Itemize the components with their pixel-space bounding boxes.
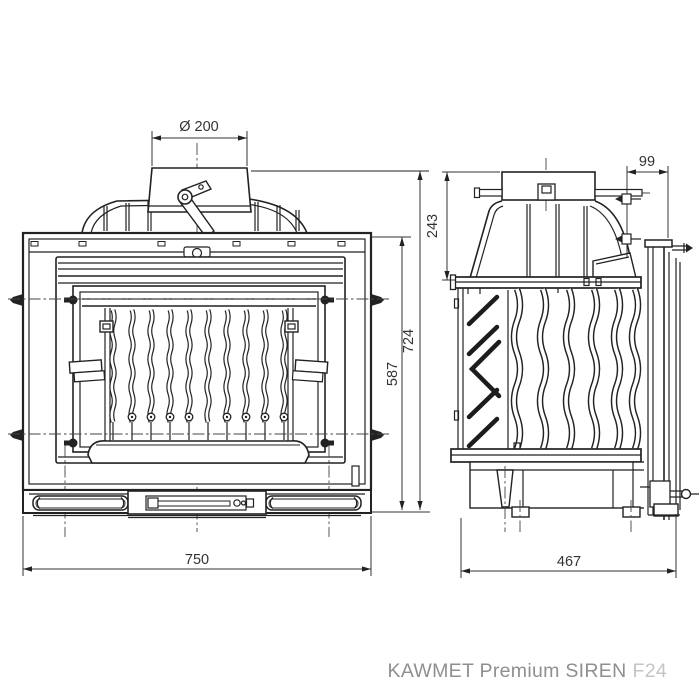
dimension-label-width: 750 xyxy=(185,552,209,568)
dimension-label-firebox-height: 587 xyxy=(385,362,401,386)
side-flue-collar xyxy=(473,171,643,201)
dimension-label-flue-diameter: Ø 200 xyxy=(179,119,219,135)
side-top-plate xyxy=(449,274,642,294)
side-heat-fins xyxy=(514,289,638,449)
firebox-interior xyxy=(82,298,316,464)
front-base xyxy=(22,489,372,519)
dimension-label-flue-offset: 99 xyxy=(639,154,655,170)
dimension-width-750: 750 xyxy=(22,516,372,576)
dimension-overall-height-724: 724 xyxy=(371,171,430,513)
dimension-top-height-243: 243 xyxy=(425,171,500,281)
hinge-pins xyxy=(10,294,384,448)
side-body xyxy=(453,288,639,452)
product-code: F24 xyxy=(632,660,667,682)
dimension-label-top-height: 243 xyxy=(425,214,441,238)
side-pedestal xyxy=(469,461,649,532)
front-view: 750 587 724 Ø 200 xyxy=(8,119,430,576)
flue-screws xyxy=(615,166,669,300)
grate-bolts xyxy=(127,412,289,422)
dimension-label-depth: 467 xyxy=(557,554,581,570)
dimension-flue-offset-99: 99 xyxy=(627,154,668,175)
dimension-firebox-height-587: 587 xyxy=(371,236,411,510)
dimension-depth-467: 467 xyxy=(460,514,677,578)
door-handles xyxy=(68,359,329,383)
side-chevron-decor xyxy=(466,294,502,449)
dimension-label-overall-height: 724 xyxy=(401,329,417,353)
product-name: KAWMET Premium SIREN xyxy=(387,660,627,682)
dimension-flue-diameter: Ø 200 xyxy=(151,119,248,166)
side-front-frame xyxy=(640,238,699,520)
side-smoke-dome xyxy=(469,200,637,279)
side-view: 243 99 467 xyxy=(425,154,699,578)
